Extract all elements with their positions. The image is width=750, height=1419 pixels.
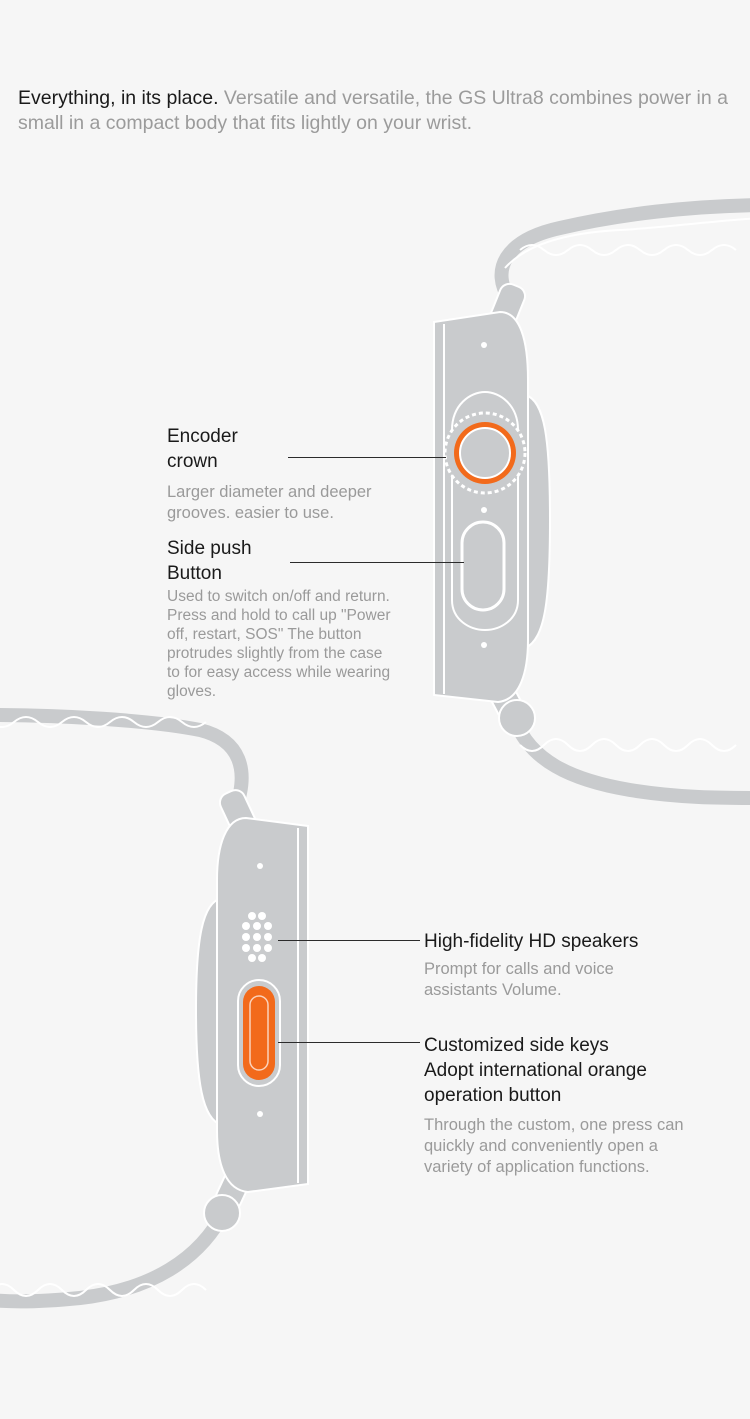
top-watch-upper-band: [494, 198, 750, 307]
side-keys-title: Customized side keys Adopt international…: [424, 1035, 647, 1106]
crown-face: [459, 427, 511, 479]
bottom-case-back: [194, 896, 223, 1127]
intro-lead: Everything, in its place.: [18, 87, 219, 109]
intro-paragraph: Everything, in its place. Versatile and …: [18, 86, 738, 136]
side-push-title: Side push Button: [167, 538, 252, 584]
bottom-low-band-wave: [0, 1283, 207, 1297]
encoder-crown-desc: Larger diameter and deeper grooves. easi…: [167, 483, 372, 522]
side-keys-desc: Through the custom, one press can quickl…: [424, 1116, 684, 1176]
side-push-leader-line: [290, 562, 464, 563]
bottom-pin-dot: [481, 642, 487, 648]
bottom-watch-upper-band: [0, 708, 249, 817]
bottom-top-band-wave: [0, 716, 207, 728]
speakers-leader-line: [278, 940, 420, 941]
top-band-inner-line: [504, 217, 750, 269]
top-case-body: [433, 310, 529, 704]
top-watch-lower-band: [508, 713, 750, 805]
encoder-crown-title: Encoder crown: [167, 426, 238, 472]
action-button-orange: [243, 986, 275, 1080]
top-case-back: [524, 393, 552, 650]
mid-pin-dot: [481, 507, 487, 513]
bottom-band-wave: [519, 738, 737, 752]
top-watch: [433, 198, 750, 805]
side-push-button-shape: [460, 520, 506, 612]
bottom-low-pin-dot: [257, 1111, 263, 1117]
side-keys-leader-line: [278, 1042, 420, 1043]
action-button-inner: [249, 995, 269, 1071]
top-pin-dot: [481, 342, 487, 348]
side-push-desc: Used to switch on/off and return. Press …: [167, 588, 391, 700]
speakers-title: High-fidelity HD speakers: [424, 931, 639, 952]
bottom-top-pin-dot: [257, 863, 263, 869]
speaker-grille: [242, 912, 272, 962]
bottom-watch-lower-band: [0, 1203, 232, 1309]
bottom-strap-loop: [203, 1194, 241, 1232]
top-strap-loop: [498, 699, 536, 737]
bottom-watch: [0, 708, 309, 1309]
intro-rest: Versatile and versatile, the GS Ultra8 c…: [18, 87, 728, 134]
top-band-wave: [519, 244, 737, 256]
crown-guard: [451, 390, 519, 632]
speakers-desc: Prompt for calls and voice assistants Vo…: [424, 960, 614, 999]
encoder-leader-line: [288, 457, 446, 458]
